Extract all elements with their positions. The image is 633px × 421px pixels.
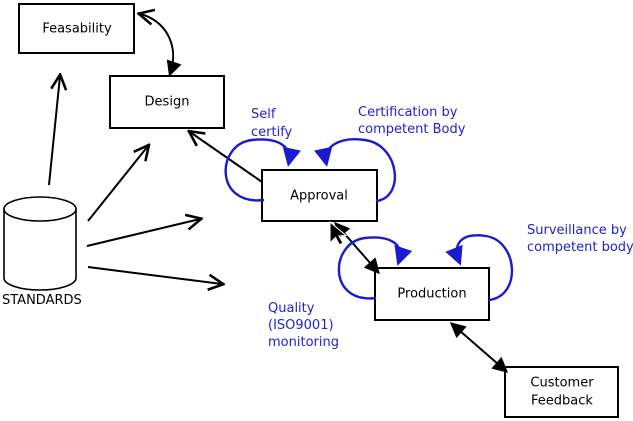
- node-standards[interactable]: STANDARDS: [2, 196, 82, 308]
- annotation-certification-line2: competent Body: [358, 122, 466, 137]
- node-approval[interactable]: Approval: [261, 169, 378, 222]
- node-design[interactable]: Design: [109, 75, 225, 129]
- design-box: [109, 75, 225, 129]
- edge-approval-production: [336, 224, 378, 272]
- annotation-certification-line1: Certification by: [358, 105, 458, 120]
- certification-loop-arrow: [326, 138, 397, 203]
- annotation-surveillance-line1: Surveillance by: [527, 223, 627, 238]
- loop-surveillance: Surveillance by competent body: [457, 223, 633, 302]
- edge-design-feasability: [140, 14, 173, 74]
- node-design-label: Design: [145, 95, 190, 110]
- annotation-quality-line1: Quality: [268, 301, 315, 316]
- edge-standards-production: [87, 266, 222, 284]
- loop-certification: Certification by competent Body: [326, 105, 466, 203]
- node-customer-feedback[interactable]: Customer Feedback: [504, 366, 619, 418]
- node-standards-label: STANDARDS: [2, 293, 82, 308]
- cursor-arrow-shape: [329, 220, 348, 246]
- edge-production-customer-feedback: [452, 324, 506, 371]
- edge-standards-approval: [86, 219, 200, 247]
- mouse-cursor-icon: [329, 220, 348, 246]
- edge-approval-design: [190, 132, 263, 183]
- annotation-quality-line2: (ISO9001): [268, 318, 334, 333]
- annotation-self-certify-line1: Self: [251, 107, 276, 122]
- annotation-surveillance-line2: competent body: [527, 240, 633, 255]
- node-production-label: Production: [397, 287, 466, 302]
- node-feasability[interactable]: Feasability: [18, 3, 135, 54]
- quality-loop-arrow: [337, 236, 400, 300]
- loop-self-certify: Self certify: [224, 107, 293, 202]
- standards-cylinder-top: [3, 196, 77, 222]
- node-production[interactable]: Production: [374, 267, 490, 321]
- approval-box: [261, 169, 378, 222]
- node-feasability-label: Feasability: [42, 22, 112, 37]
- standards-cylinder-body: [3, 208, 77, 291]
- loop-quality-monitoring: Quality (ISO9001) monitoring: [268, 236, 400, 350]
- node-approval-label: Approval: [290, 189, 348, 204]
- customer-feedback-box: [504, 366, 619, 418]
- edge-standards-feasability: [48, 76, 60, 186]
- self-certify-loop-arrow: [224, 138, 290, 202]
- annotation-quality-line3: monitoring: [268, 335, 339, 350]
- production-box: [374, 267, 490, 321]
- node-customer-feedback-label-line2: Feedback: [531, 394, 593, 409]
- feasability-box: [18, 3, 135, 54]
- node-customer-feedback-label-line1: Customer: [530, 376, 594, 391]
- annotation-self-certify-line2: certify: [251, 125, 293, 140]
- edge-standards-design: [87, 146, 148, 222]
- surveillance-loop-arrow: [457, 234, 514, 302]
